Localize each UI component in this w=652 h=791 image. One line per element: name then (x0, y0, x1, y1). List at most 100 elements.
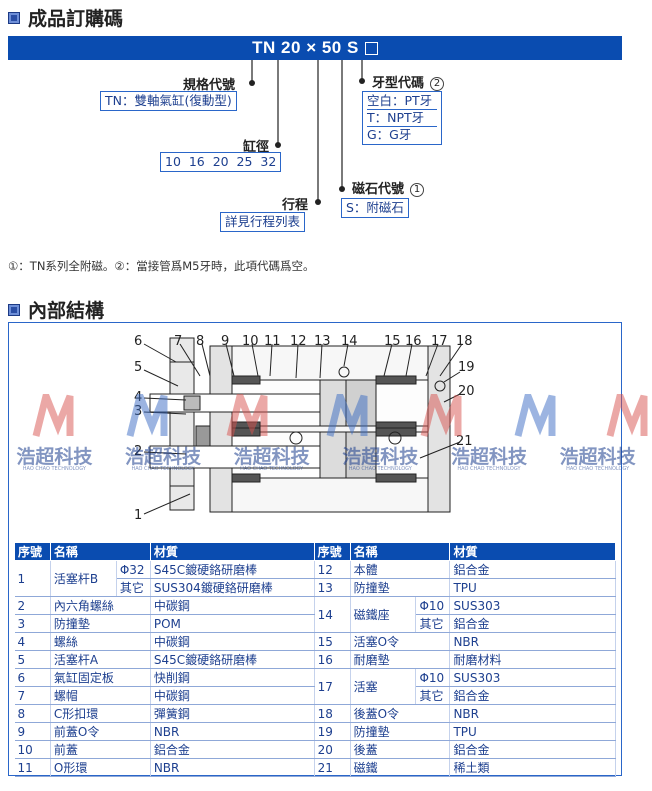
diagram-number-8: 8 (196, 334, 205, 349)
magnet-label-text: 磁石代號 (352, 182, 405, 197)
diagram-number-11: 11 (264, 334, 281, 349)
table-header-row: 序號 名稱 材質 序號 名稱 材質 (14, 542, 616, 561)
cell-name: 後蓋 (350, 740, 451, 759)
cylinder-cross-section-diagram (143, 337, 463, 515)
magnet-dot (339, 186, 345, 192)
footnote-mark-2: 2 (430, 76, 445, 91)
cell-name: 活塞O令 (350, 632, 451, 651)
thread-values-box: 空白：PT牙 T：NPT牙 G：G牙 (362, 91, 442, 145)
cell-no: 8 (14, 704, 51, 723)
diagram-number-21: 21 (456, 434, 473, 449)
header-material: 材質 (449, 542, 616, 561)
cell-material: S45C鍍硬鉻研磨棒 (150, 560, 315, 579)
cell-material: POM (150, 614, 315, 633)
cell-no: 7 (14, 686, 51, 705)
cell-name: 氣缸固定板 (50, 668, 151, 687)
diagram-number-16: 16 (405, 334, 422, 349)
diagram-number-17: 17 (431, 334, 448, 349)
cell-material: NBR (449, 704, 616, 723)
cell-material: NBR (150, 722, 315, 741)
cell-name: 前蓋O令 (50, 722, 151, 741)
cell-material: NBR (150, 758, 315, 777)
cell-sub: Φ10 (415, 668, 451, 687)
diagram-number-9: 9 (221, 334, 230, 349)
cell-name: O形環 (50, 758, 151, 777)
blank-square-icon (364, 41, 378, 55)
cell-material: 鋁合金 (449, 686, 616, 705)
cell-no: 18 (314, 704, 351, 723)
cell-no: 13 (314, 578, 351, 597)
order-code-section-title: 成品訂購碼 (8, 4, 123, 31)
cell-name: 防撞墊 (350, 578, 451, 597)
header-name: 名稱 (349, 542, 451, 561)
spec-value: TN：雙軸氣缸(復動型) (105, 93, 232, 108)
cell-material: 稀土類 (449, 758, 616, 777)
diagram-number-19: 19 (458, 360, 475, 375)
stroke-label: 行程 (282, 198, 309, 213)
order-code-connectors (251, 60, 363, 203)
diagram-number-13: 13 (314, 334, 331, 349)
cell-no: 10 (14, 740, 51, 759)
bore-label: 缸徑 (243, 140, 270, 155)
cell-name: 防撞墊 (50, 614, 151, 633)
cell-material: 中碳鋼 (150, 686, 315, 705)
cell-material: 中碳鋼 (150, 596, 315, 615)
cell-name: 後蓋O令 (350, 704, 451, 723)
order-code-bar: TN 20 × 50 S (8, 36, 622, 60)
cell-no: 9 (14, 722, 51, 741)
cell-material: TPU (449, 578, 616, 597)
cell-no: 19 (314, 722, 351, 741)
magnet-value: S：附磁石 (346, 200, 404, 215)
diagram-number-14: 14 (341, 334, 358, 349)
bore-value-box: 10 16 20 25 32 (160, 152, 282, 172)
header-no: 序號 (313, 542, 351, 561)
cell-material: 鋁合金 (449, 740, 616, 759)
table-row: 其它 SUS304鍍硬鉻研磨棒 13 防撞墊 TPU (15, 578, 616, 597)
header-name: 名稱 (49, 542, 151, 561)
cell-sub: 其它 (116, 578, 151, 597)
thread-label-text: 牙型代碼 (372, 76, 425, 91)
diagram-number-5: 5 (134, 360, 143, 375)
cell-name: 內六角螺絲 (50, 596, 151, 615)
cell-no: 16 (314, 650, 351, 669)
diagram-number-6: 6 (134, 334, 143, 349)
cell-material: 鋁合金 (449, 560, 616, 579)
cell-name: 螺絲 (50, 632, 151, 651)
internal-structure-section-title: 內部結構 (8, 296, 104, 323)
stroke-value: 詳見行程列表 (225, 214, 301, 229)
diagram-number-7: 7 (174, 334, 183, 349)
cell-material: NBR (449, 632, 616, 651)
cell-no: 11 (14, 758, 51, 777)
diagram-number-18: 18 (456, 334, 473, 349)
cell-material: TPU (449, 722, 616, 741)
thread-value-npt: T：NPT牙 (367, 109, 437, 126)
spec-label: 規格代號 (183, 78, 236, 93)
table-row: 1 活塞杆B Φ32 S45C鍍硬鉻研磨棒 12 本體 鋁合金 (14, 560, 616, 597)
cell-no: 20 (314, 740, 351, 759)
cell-material: SUS303 (449, 668, 616, 687)
diagram-number-1: 1 (134, 508, 143, 523)
spec-value-box: TN：雙軸氣缸(復動型) (100, 91, 237, 111)
header-material: 材質 (149, 542, 315, 561)
magnet-value-box: S：附磁石 (341, 198, 409, 218)
cell-sub: 其它 (415, 686, 451, 705)
square-bullet-icon (8, 303, 20, 316)
cell-no: 6 (14, 668, 51, 687)
model-code: TN 20 × 50 S (252, 38, 359, 57)
cell-material: 彈簧鋼 (150, 704, 315, 723)
footnote-mark-1: 1 (410, 182, 425, 197)
table-row: 2 內六角螺絲 中碳鋼 14 磁鐵座 Φ10 SUS303 (14, 596, 616, 633)
cell-name: 前蓋 (50, 740, 151, 759)
table-row: 9 前蓋O令 NBR 19 防撞墊 TPU (14, 722, 616, 741)
cell-no: 15 (314, 632, 351, 651)
cell-sub: Φ32 (116, 560, 151, 579)
table-row: 5 活塞杆A S45C鍍硬鉻研磨棒 16 耐磨墊 耐磨材料 (14, 650, 616, 669)
cell-no: 1 (14, 560, 51, 597)
cell-name: 耐磨墊 (350, 650, 451, 669)
parts-table: 序號 名稱 材質 序號 名稱 材質 1 活塞杆B Φ32 S45C鍍硬鉻研磨棒 … (14, 542, 616, 777)
cell-no: 5 (14, 650, 51, 669)
cell-name: 螺帽 (50, 686, 151, 705)
bore-dot (275, 142, 281, 148)
diagram-number-12: 12 (290, 334, 307, 349)
cell-sub: Φ10 (415, 596, 451, 615)
